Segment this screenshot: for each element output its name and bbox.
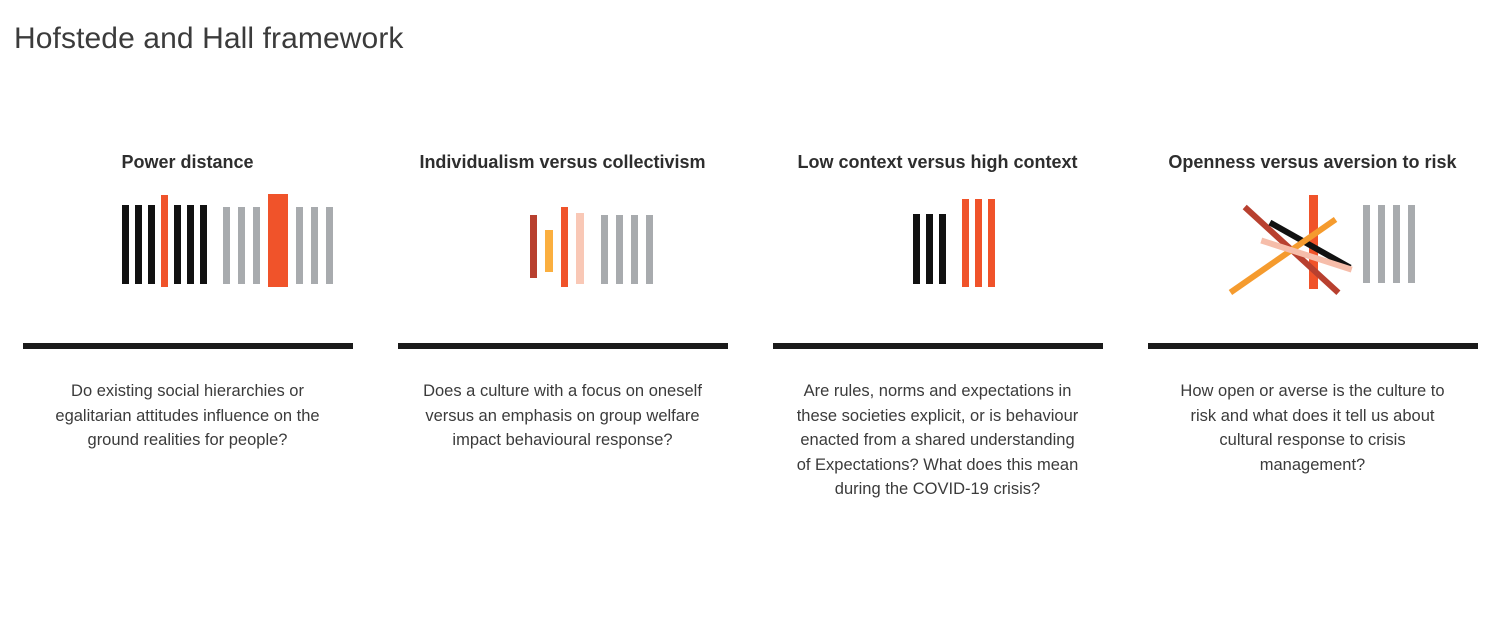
column-divider (22, 343, 353, 349)
icon-bar (121, 205, 129, 284)
icon-bar (222, 207, 230, 284)
low-context-icon (768, 183, 1108, 343)
icon-bar (544, 230, 553, 272)
icon-bar (529, 215, 537, 278)
icon-bar (560, 207, 568, 287)
power-distance-icon (18, 183, 358, 343)
icon-bar (575, 213, 584, 284)
column-low-context-versus-high-context: Low context versus high context Are rule… (750, 150, 1125, 502)
icon-bar (630, 215, 638, 284)
icon-bar (974, 199, 982, 287)
column-divider (1147, 343, 1478, 349)
icon-bar (600, 215, 608, 284)
icon-bar (160, 195, 168, 287)
page-title: Hofstede and Hall framework (14, 22, 404, 56)
icon-bar (1407, 205, 1415, 283)
icon-bar (310, 207, 318, 284)
column-heading: Individualism versus collectivism (419, 152, 706, 172)
icon-bar (615, 215, 623, 284)
column-heading: Openness versus aversion to risk (1168, 152, 1457, 172)
column-body-text: Do existing social hierarchies or egalit… (55, 382, 320, 449)
icon-bar (1377, 205, 1385, 283)
column-power-distance: Power distance Do existing social hierar… (0, 150, 375, 502)
icon-bar (147, 205, 155, 284)
icon-bar (925, 214, 933, 284)
column-body-text: Does a culture with a focus on oneself v… (423, 382, 702, 449)
icon-bar (1362, 205, 1370, 283)
icon-bar (237, 207, 245, 284)
icon-bar (1392, 205, 1400, 283)
icon-bar (295, 207, 303, 284)
icon-bar (645, 215, 653, 284)
individualism-icon (393, 183, 733, 343)
column-heading: Low context versus high context (797, 152, 1078, 172)
icon-bar (252, 207, 260, 284)
icon-bar (1308, 195, 1318, 289)
icon-bar (325, 207, 333, 284)
column-openness-versus-aversion-to-risk: Openness versus aversion to risk How ope… (1125, 150, 1500, 502)
icon-bar (961, 199, 969, 287)
icon-bar (987, 199, 995, 287)
icon-bar (912, 214, 920, 284)
icon-bar (267, 194, 288, 287)
column-divider (397, 343, 728, 349)
column-heading: Power distance (121, 152, 254, 172)
framework-columns: Power distance Do existing social hierar… (0, 150, 1500, 502)
column-divider (772, 343, 1103, 349)
icon-bar (186, 205, 194, 284)
openness-risk-icon (1143, 183, 1483, 343)
column-individualism-versus-collectivism: Individualism versus collectivism Does a… (375, 150, 750, 502)
icon-bar (938, 214, 946, 284)
icon-bar (199, 205, 207, 284)
column-body-text: Are rules, norms and expectations in the… (796, 382, 1079, 498)
column-body-text: How open or averse is the culture to ris… (1180, 382, 1445, 474)
icon-bar (134, 205, 142, 284)
icon-bar (173, 205, 181, 284)
